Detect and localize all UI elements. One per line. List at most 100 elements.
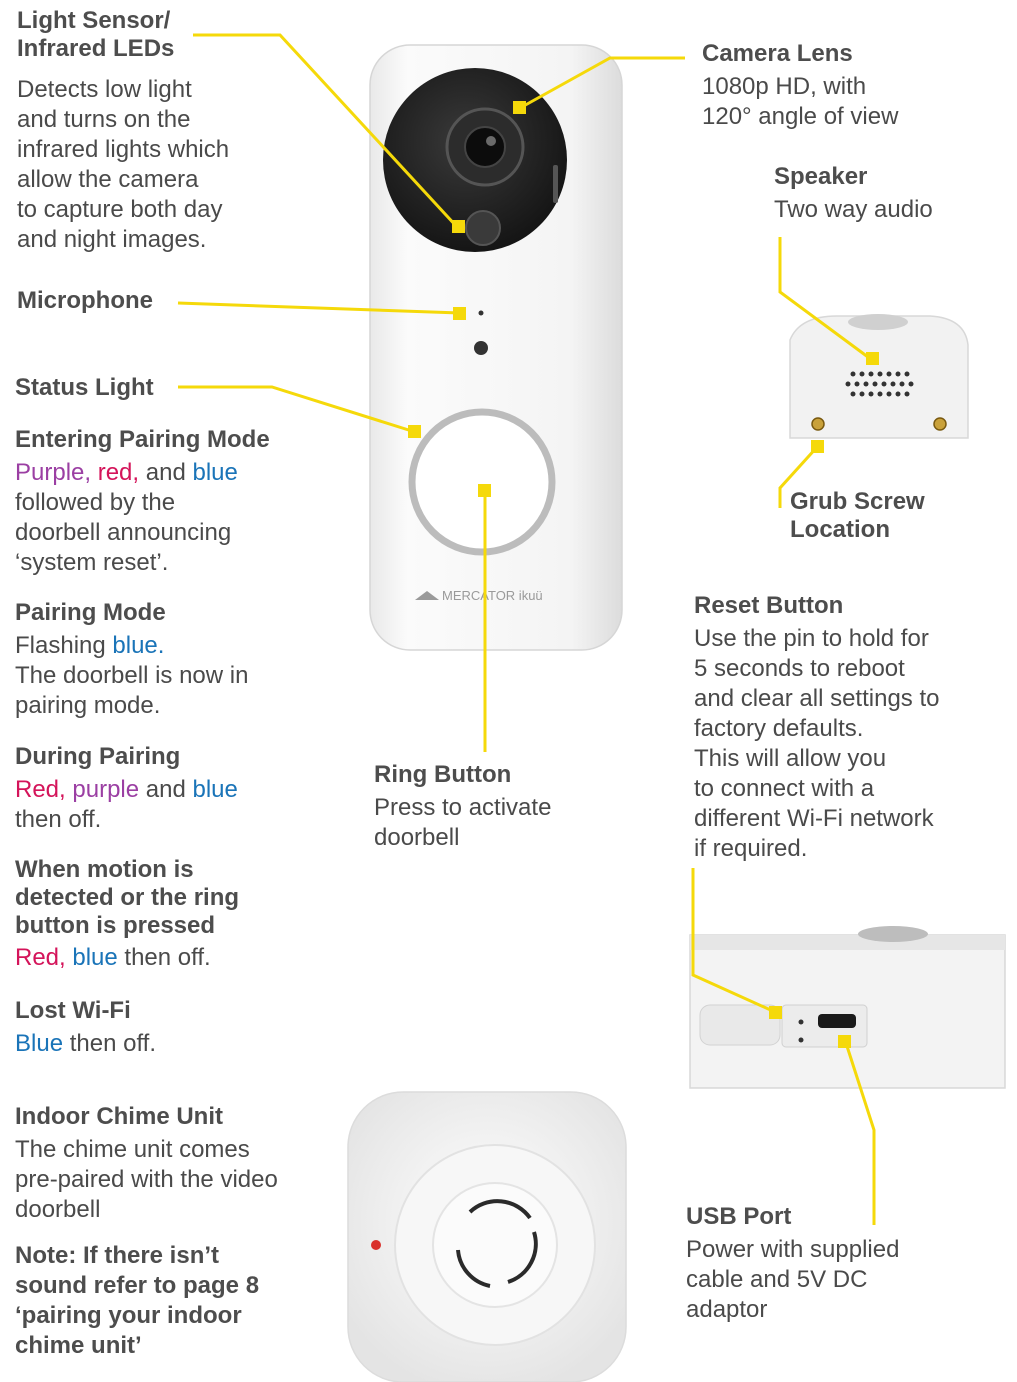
camera-lens-callout: Camera Lens 1080p HD, with 120° angle of… (702, 39, 898, 132)
status-light-callout: Status Light (15, 373, 154, 403)
color-blue: blue. (112, 632, 165, 659)
leader-lines (177, 33, 876, 1225)
entering-pairing-line: doorbell announcing (15, 519, 232, 546)
light-sensor-line: Detects low light (17, 76, 192, 103)
pairing-mode-heading: Pairing Mode (15, 599, 166, 626)
ring-button-callout: Ring Button Press to activate doorbell (374, 760, 551, 853)
flashing-text: Flashing (15, 632, 113, 659)
reset-button-heading: Reset Button (694, 592, 844, 619)
camera-lens-heading: Camera Lens (702, 40, 853, 67)
light-sensor-line: infrared lights which (17, 136, 230, 163)
microphone-hole (478, 310, 484, 316)
ring-button-line: doorbell (374, 824, 460, 851)
during-pairing-colors: Red, purple and blue (15, 775, 238, 805)
leader-reset-button (691, 868, 776, 1014)
chime-note: chime unit’ (15, 1332, 142, 1359)
camera-lens-line: 120° angle of view (702, 103, 899, 130)
usb-port-callout: USB Port Power with supplied cable and 5… (686, 1202, 899, 1325)
color-blue: blue (72, 944, 118, 971)
pairing-mode-callout: Pairing Mode Flashing blue. The doorbell… (15, 598, 248, 721)
pairing-mode-line: The doorbell is now in (15, 662, 249, 689)
reset-button-line: factory defaults. (694, 715, 864, 742)
chime-note: Note: If there isn’t (15, 1242, 220, 1269)
microphone-heading: Microphone (17, 287, 153, 314)
chime-indicator-light (371, 1240, 381, 1250)
speaker-grille (845, 371, 914, 397)
chime-note: ‘pairing your indoor (15, 1302, 242, 1329)
reset-button-line: Use the pin to hold for (694, 625, 929, 652)
ring-button-heading: Ring Button (374, 761, 512, 788)
light-sensor-line: allow the camera (17, 166, 199, 193)
motion-colors: Red, blue then off. (15, 943, 239, 973)
color-red: red, (97, 459, 140, 486)
ring-button-line: Press to activate (374, 794, 552, 821)
motion-heading: When motion is (15, 856, 194, 883)
light-sensor-callout: Light Sensor/ Infrared LEDs Detects low … (17, 7, 229, 255)
leader-status-light (178, 385, 416, 434)
color-purple: Purple, (15, 459, 92, 486)
entering-pairing-line: ‘system reset’. (15, 549, 169, 576)
grub-screw-left (811, 417, 825, 431)
then-off-text: then off. (63, 1030, 157, 1057)
usb-port-line: Power with supplied (686, 1236, 900, 1263)
during-pairing-callout: During Pairing Red, purple and blue then… (15, 742, 238, 835)
color-blue: blue (192, 459, 238, 486)
status-light-heading: Status Light (15, 374, 154, 401)
usb-socket (818, 1014, 856, 1028)
reset-button-line: to connect with a (694, 775, 875, 802)
chime-line: doorbell (15, 1196, 101, 1223)
grub-screw-heading: Grub Screw (790, 488, 925, 515)
reset-button-line: and clear all settings to (694, 685, 940, 712)
leader-camera-lens (519, 56, 685, 110)
light-sensor-heading-1: Light Sensor/ (17, 7, 171, 34)
reset-button-line: if required. (694, 835, 808, 862)
reset-button-line: This will allow you (694, 745, 887, 772)
chime-unit-device (347, 1091, 627, 1382)
pairing-mode-line: pairing mode. (15, 692, 161, 719)
and-text: and (139, 459, 193, 486)
pairing-mode-colors: Flashing blue. (15, 631, 248, 661)
color-purple: purple (72, 776, 140, 803)
motion-callout: When motion is detected or the ring butt… (15, 856, 239, 973)
light-sensor-line: and turns on the (17, 106, 191, 133)
leader-microphone (177, 301, 461, 315)
light-sensor-heading-2: Infrared LEDs (17, 35, 175, 62)
leader-light-sensor (193, 33, 460, 230)
usb-port-heading: USB Port (686, 1203, 792, 1230)
reset-pinhole (798, 1019, 804, 1025)
color-blue: blue (192, 776, 238, 803)
status-light-dot (474, 341, 488, 355)
color-red: Red, (15, 944, 66, 971)
leader-speaker (778, 237, 873, 362)
then-off-text: then off. (117, 944, 211, 971)
reset-button-line: 5 seconds to reboot (694, 655, 905, 682)
microphone-callout: Microphone (17, 286, 153, 316)
motion-heading: detected or the ring (15, 884, 240, 911)
leader-markers (408, 101, 879, 1048)
lost-wifi-colors: Blue then off. (15, 1029, 156, 1059)
grub-screw-right (933, 417, 947, 431)
camera-lens-line: 1080p HD, with (702, 73, 867, 100)
speaker-heading: Speaker (774, 163, 868, 190)
chime-callout: Indoor Chime Unit The chime unit comes p… (15, 1102, 278, 1361)
lost-wifi-callout: Lost Wi-Fi Blue then off. (15, 996, 156, 1059)
entering-pairing-heading: Entering Pairing Mode (15, 426, 270, 453)
doorbell-device: MERCATOR ikuü (369, 44, 623, 651)
chime-heading: Indoor Chime Unit (15, 1103, 223, 1130)
usb-bottom-view (689, 926, 1006, 1089)
grub-screw-callout: Grub Screw Location (790, 488, 925, 544)
grub-screw-heading: Location (790, 516, 890, 543)
leader-usb-port (843, 1039, 876, 1225)
leader-grub-screw (778, 444, 820, 508)
light-sensor-line: to capture both day (17, 196, 223, 223)
brand-logo-text: MERCATOR ikuü (442, 588, 543, 603)
entering-pairing-line: followed by the (15, 489, 176, 516)
reset-button-line: different Wi-Fi network (694, 805, 934, 832)
speaker-callout: Speaker Two way audio (774, 162, 933, 225)
entering-pairing-colors: Purple, red, and blue (15, 458, 270, 488)
motion-heading: button is pressed (15, 912, 216, 939)
entering-pairing-callout: Entering Pairing Mode Purple, red, and b… (15, 425, 270, 578)
during-pairing-line: then off. (15, 806, 102, 833)
usb-port-line: cable and 5V DC (686, 1266, 868, 1293)
